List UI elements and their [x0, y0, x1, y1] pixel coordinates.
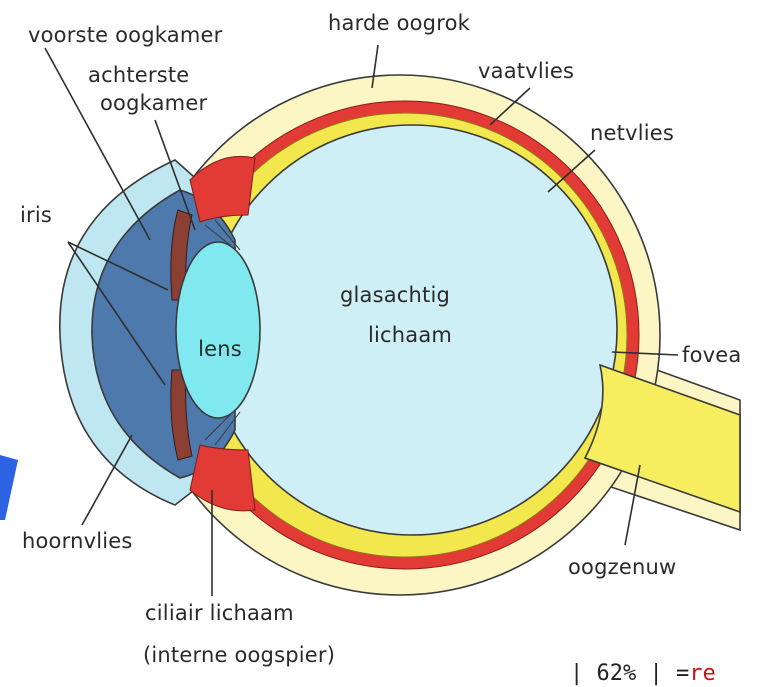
label-hoornvlies: hoornvlies [22, 529, 133, 553]
label-fovea: fovea [682, 343, 741, 367]
label-glasachtig-1: glasachtig [340, 283, 450, 307]
label-harde-oogrok: harde oogrok [328, 11, 471, 35]
label-vaatvlies: vaatvlies [478, 59, 574, 83]
ciliary-body-top [190, 156, 255, 222]
zoom-rest: re [689, 661, 716, 686]
label-achterste-oogkamer-1: achterste [88, 63, 189, 87]
label-ciliair-1: ciliair lichaam [145, 601, 294, 625]
label-voorste-oogkamer: voorste oogkamer [28, 23, 223, 47]
zoom-text: | 62% | = [570, 661, 689, 686]
label-achterste-oogkamer-2: oogkamer [100, 91, 207, 115]
label-netvlies: netvlies [590, 121, 674, 145]
label-glasachtig-2: lichaam [368, 323, 452, 347]
label-lens: lens [198, 337, 242, 361]
arrow-icon [0, 455, 18, 520]
zoom-readout: | 62% | =re [570, 661, 716, 687]
label-iris: iris [20, 203, 52, 227]
label-oogzenuw: oogzenuw [568, 555, 676, 579]
lens [176, 242, 260, 418]
label-ciliair-2: (interne oogspier) [143, 643, 335, 667]
